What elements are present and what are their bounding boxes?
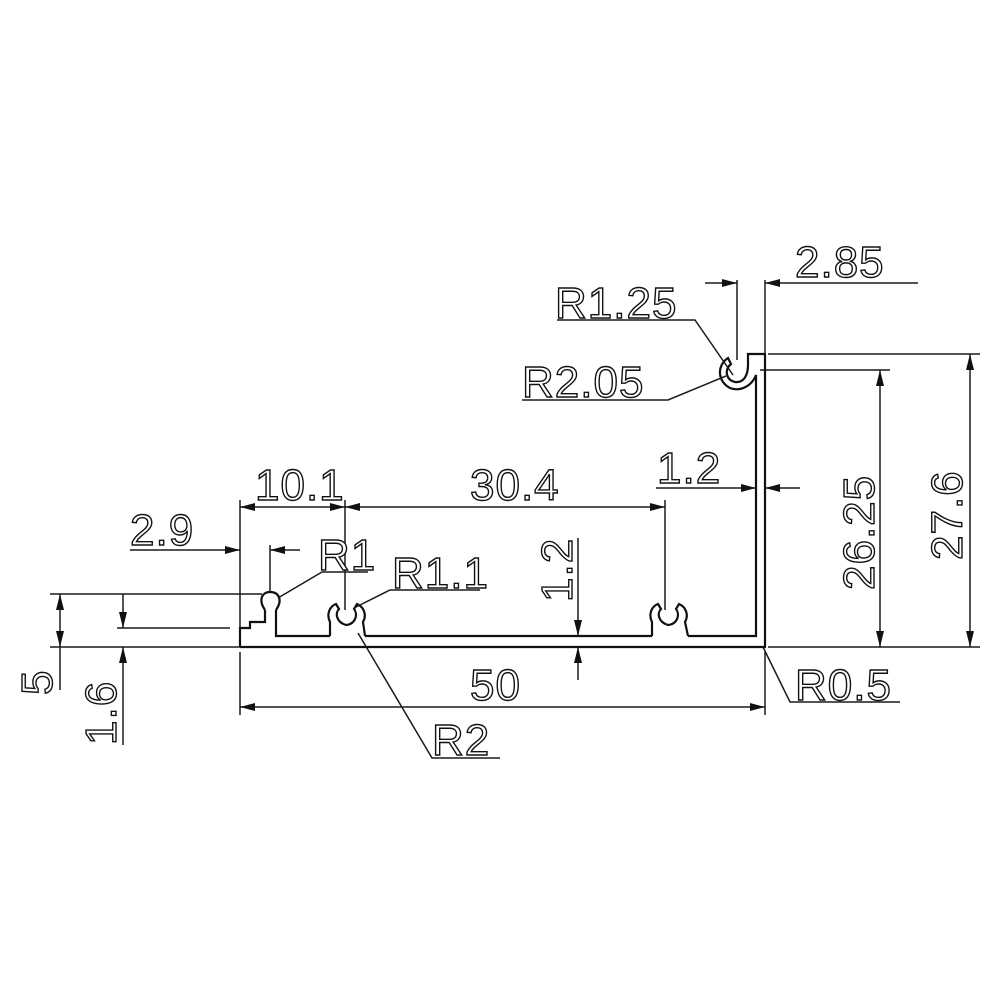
- label-27-6: 27.6: [923, 470, 972, 560]
- clip-right: [649, 602, 690, 637]
- label-r0-5: R0.5: [795, 661, 892, 710]
- label-r2-05: R2.05: [522, 358, 644, 407]
- label-r1-1: R1.1: [392, 549, 489, 598]
- leader-r2-05: [522, 375, 727, 401]
- label-26-25: 26.25: [835, 475, 884, 590]
- top-hook: [718, 356, 758, 391]
- clip-left: [327, 602, 367, 637]
- leader-r2: [357, 632, 500, 759]
- leader-r0-5: [762, 646, 900, 703]
- label-r1: R1: [318, 531, 376, 580]
- label-50: 50: [470, 661, 521, 710]
- label-1-2-base: 1.2: [533, 538, 582, 602]
- label-5: 5: [13, 670, 62, 695]
- label-10-1: 10.1: [255, 461, 345, 510]
- label-r2: R2: [432, 716, 490, 765]
- label-r1-25: R1.25: [555, 279, 677, 328]
- label-2-9: 2.9: [130, 506, 194, 555]
- label-1-2-wall: 1.2: [657, 444, 721, 493]
- leader-r1-1: [353, 589, 480, 609]
- label-2-85: 2.85: [795, 238, 885, 287]
- dimension-lines: [50, 279, 980, 759]
- leader-r1: [277, 571, 368, 599]
- label-1-6: 1.6: [77, 681, 126, 745]
- label-30-4: 30.4: [470, 461, 560, 510]
- dimension-labels: 2.85 R1.25 R2.05 1.2 26.25 27.6 10.1 30.…: [12, 237, 972, 765]
- hook-r1: [260, 590, 281, 611]
- leader-r1-25: [557, 319, 734, 376]
